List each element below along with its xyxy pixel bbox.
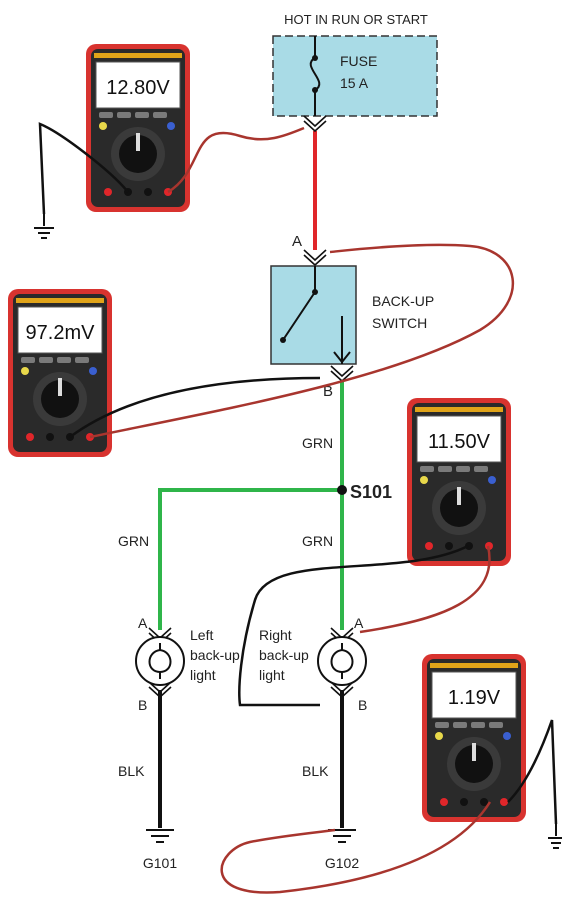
multimeter-4: 1.19V <box>421 653 527 823</box>
green-wire-left-branch <box>158 488 342 630</box>
meter-3-black-lead <box>238 544 469 707</box>
ground-label-g101: G101 <box>143 855 177 871</box>
ground-label-g102: G102 <box>325 855 359 871</box>
fuse-name: FUSE <box>340 53 377 69</box>
right-lamp-label-line2: back-up <box>259 647 309 663</box>
fuse-connector <box>303 115 327 133</box>
left-lamp-label-line2: back-up <box>190 647 240 663</box>
fuse-rating: 15 A <box>340 75 369 91</box>
left-lamp-label-line3: light <box>190 667 216 683</box>
meter-3-reading: 11.50V <box>428 431 491 453</box>
backup-switch <box>270 249 357 383</box>
left-backup-lamp <box>135 627 185 699</box>
fuse: FUSE 15 A <box>272 35 438 117</box>
wire-label-grn-right: GRN <box>302 533 333 549</box>
right-lamp-label-line3: light <box>259 667 285 683</box>
splice-label: S101 <box>350 482 392 502</box>
meter-2-black-lead <box>69 376 321 439</box>
meter-1-red-lead <box>167 126 305 194</box>
right-lamp-terminal-b: B <box>358 697 367 713</box>
splice-dot <box>337 485 347 495</box>
meter-4-reading: 1.19V <box>448 687 501 709</box>
wire-label-grn-left: GRN <box>118 533 149 549</box>
right-lamp-terminal-a: A <box>354 615 364 631</box>
wire-label-blk-left: BLK <box>118 763 145 779</box>
multimeter-2: 97.2mV <box>7 288 113 458</box>
ground-symbol-g101 <box>146 829 174 843</box>
left-lamp-label-line1: Left <box>190 627 213 643</box>
switch-name-line2: SWITCH <box>372 315 427 331</box>
meter-1-ground-symbol <box>34 214 54 239</box>
right-lamp-label-line1: Right <box>259 627 292 643</box>
meter-4-red-lead <box>220 801 492 894</box>
wire-label-grn-upper: GRN <box>302 435 333 451</box>
ground-symbol-g102 <box>328 829 356 843</box>
right-backup-lamp <box>317 627 367 699</box>
meter-3-red-lead <box>359 545 491 634</box>
meter-1-reading: 12.80V <box>106 77 170 99</box>
wire-label-blk-right: BLK <box>302 763 329 779</box>
supply-label: HOT IN RUN OR START <box>284 12 428 27</box>
meter-1-black-lead <box>38 122 129 215</box>
switch-name-line1: BACK-UP <box>372 293 434 309</box>
meter-4-ground-symbol <box>548 824 562 849</box>
meter-2-red-lead <box>89 243 515 439</box>
meter-2-reading: 97.2mV <box>26 322 96 344</box>
left-lamp-terminal-b: B <box>138 697 147 713</box>
meter-4-black-lead <box>507 719 558 825</box>
switch-terminal-a: A <box>292 233 302 250</box>
multimeter-3: 11.50V <box>406 397 512 567</box>
switch-terminal-b: B <box>323 383 333 400</box>
left-lamp-terminal-a: A <box>138 615 148 631</box>
multimeter-1: 12.80V <box>85 43 191 213</box>
